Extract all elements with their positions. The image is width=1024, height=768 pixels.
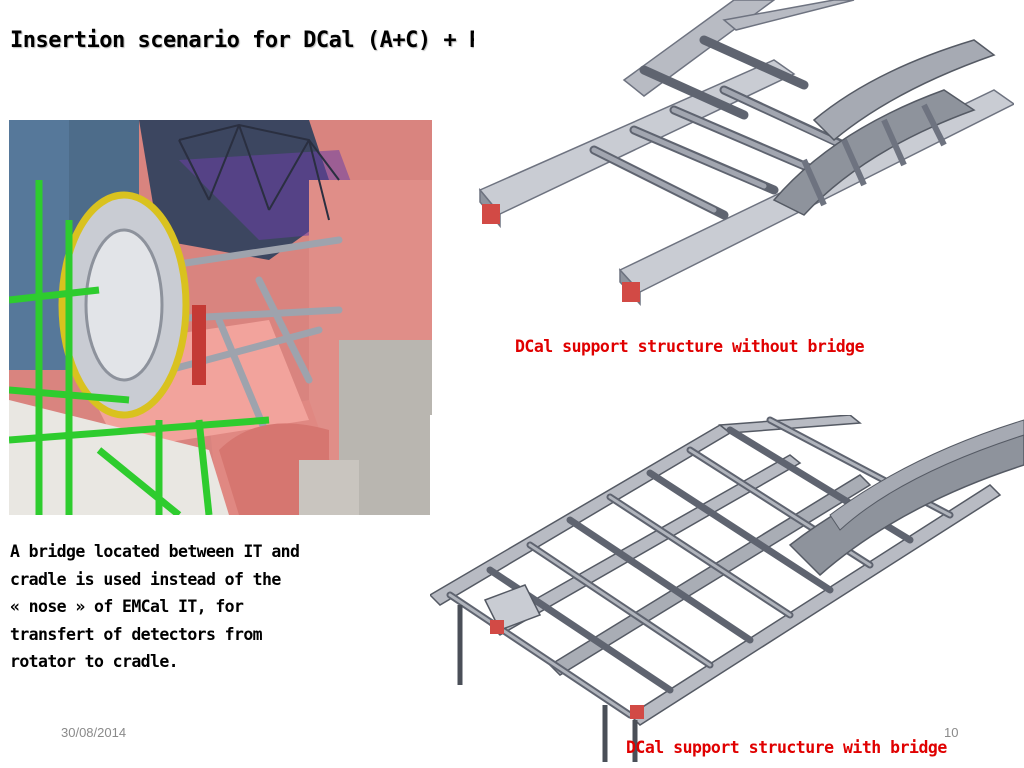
support-structure-without-bridge-image [474, 0, 1014, 312]
caption-without-bridge: DCal support structure without bridge [515, 337, 865, 356]
description-line: rotator to cradle. [10, 652, 179, 671]
description-line: « nose » of EMCal IT, for [10, 597, 244, 616]
page-number: 10 [944, 725, 959, 740]
caption-with-bridge: DCal support structure with bridge [626, 738, 947, 757]
description-line: A bridge located between IT and [10, 542, 300, 561]
bridge-description: A bridge located between IT and cradle i… [10, 538, 390, 676]
cad-insertion-image [9, 120, 432, 515]
support-structure-with-bridge-image [430, 415, 1024, 762]
description-line: transfert of detectors from [10, 624, 263, 644]
slide-title: Insertion scenario for DCal (A+C) + PHOS [10, 28, 520, 53]
description-line: cradle is used instead of the [10, 569, 281, 589]
footer-date: 30/08/2014 [61, 725, 127, 740]
